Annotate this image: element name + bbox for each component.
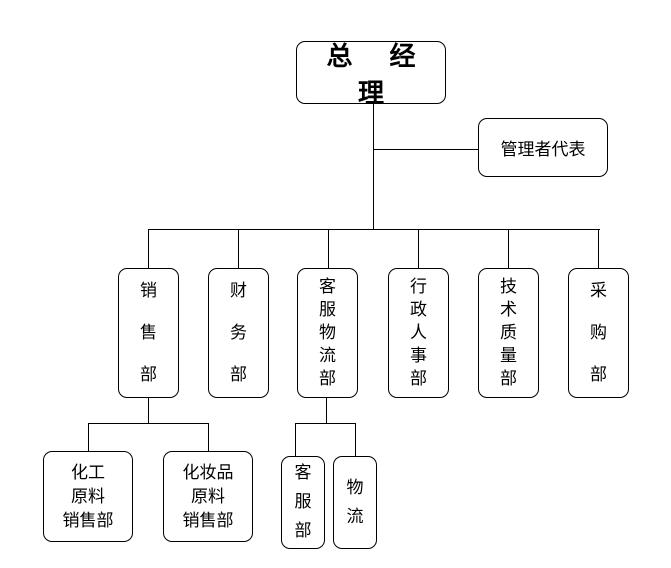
department-label: 行 政 人 事 部 [410, 276, 427, 389]
connector-line [598, 229, 600, 269]
subunit-label: 物 流 [346, 477, 364, 527]
subunit-box-customer-service: 客 服 部 [281, 456, 325, 549]
connector-line [295, 423, 297, 457]
department-box-finance: 财 务 部 [208, 268, 269, 398]
connector-line [508, 229, 510, 269]
department-label: 技 术 质 量 部 [500, 276, 517, 389]
connector-line [148, 398, 150, 424]
management-rep-box: 管理者代表 [478, 118, 608, 177]
subunit-label: 化工 原料 销售部 [62, 462, 114, 531]
subunit-box-chemical-sales: 化工 原料 销售部 [43, 451, 133, 542]
connector-line [373, 104, 375, 230]
connector-line [148, 229, 150, 269]
department-box-admin-hr: 行 政 人 事 部 [388, 268, 449, 398]
subunit-label: 客 服 部 [294, 463, 312, 541]
connector-line [295, 423, 356, 425]
department-label: 客 服 物 流 部 [319, 276, 336, 389]
department-label: 财 务 部 [230, 281, 247, 385]
department-box-purchasing: 采 购 部 [568, 268, 629, 398]
department-label: 销 售 部 [140, 281, 157, 385]
department-box-tech-quality: 技 术 质 量 部 [478, 268, 539, 398]
connector-line [88, 423, 90, 451]
connector-line [88, 423, 209, 425]
department-label: 采 购 部 [590, 281, 607, 385]
department-box-sales: 销 售 部 [118, 268, 179, 398]
connector-line [238, 229, 240, 269]
management-rep-label: 管理者代表 [500, 140, 586, 160]
subunit-box-cosmetics-sales: 化妆品 原料 销售部 [163, 451, 253, 542]
connector-line [148, 229, 600, 231]
department-box-logistics: 客 服 物 流 部 [297, 268, 358, 398]
connector-line [355, 423, 357, 457]
general-manager-box: 总 经 理 [296, 41, 446, 109]
subunit-box-logistics: 物 流 [333, 456, 377, 549]
subunit-label: 化妆品 原料 销售部 [182, 462, 234, 531]
general-manager-label: 总 经 理 [326, 41, 430, 109]
connector-line [373, 149, 479, 151]
connector-line [328, 229, 330, 269]
connector-line [326, 398, 328, 424]
connector-line [418, 229, 420, 269]
connector-line [208, 423, 210, 451]
